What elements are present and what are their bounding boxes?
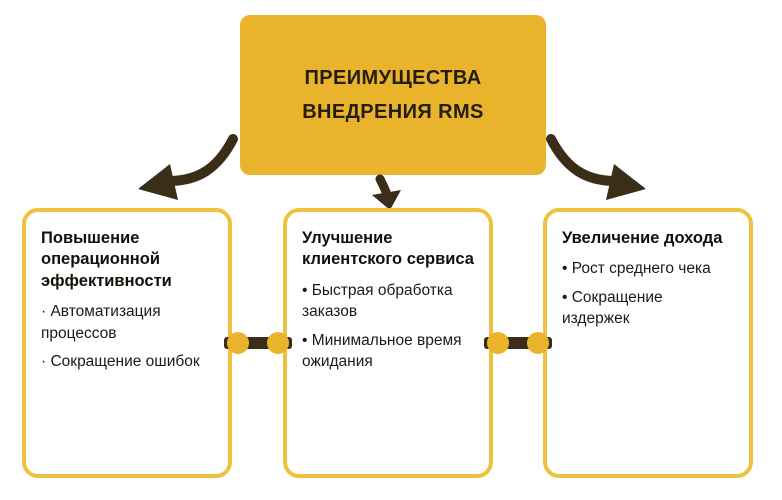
card-item: • Быстрая обработка заказов xyxy=(302,281,453,321)
card-title: Повышение операционной эффективности xyxy=(41,229,172,290)
card-item: • Рост среднего чека xyxy=(562,260,711,278)
card-item-list: · Автоматизация процессов · Сокращение о… xyxy=(41,301,213,372)
arrow-right-icon xyxy=(546,134,646,200)
card-client-service: Улучшение клиентского сервиса • Быстрая … xyxy=(283,208,493,478)
connector-dot xyxy=(227,332,249,354)
card-item-list: • Рост среднего чека • Сокращение издерж… xyxy=(562,258,734,329)
connector-dot xyxy=(527,332,549,354)
card-revenue-growth: Увеличение дохода • Рост среднего чека •… xyxy=(543,208,753,478)
card-item: • Минимальное время ожидания xyxy=(302,331,462,370)
card-operational-efficiency: Повышение операционной эффективности · А… xyxy=(22,208,232,478)
arrow-down-icon xyxy=(372,174,401,210)
card-item: · Автоматизация процессов xyxy=(41,303,161,342)
connector-left xyxy=(224,332,292,354)
card-item-list: • Быстрая обработка заказов • Минимально… xyxy=(302,280,474,373)
card-item: · Сокращение ошибок xyxy=(41,353,200,371)
connector-right xyxy=(484,332,552,354)
card-title: Улучшение клиентского сервиса xyxy=(302,229,474,269)
connector-dot xyxy=(267,332,289,354)
card-item: • Сокращение издержек xyxy=(562,288,663,328)
diagram-title: ПРЕИМУЩЕСТВА ВНЕДРЕНИЯ RMS xyxy=(302,67,484,123)
arrow-left-icon xyxy=(138,134,238,200)
header-box: ПРЕИМУЩЕСТВА ВНЕДРЕНИЯ RMS xyxy=(240,15,546,175)
connector-dot xyxy=(487,332,509,354)
card-title: Увеличение дохода xyxy=(562,229,723,247)
